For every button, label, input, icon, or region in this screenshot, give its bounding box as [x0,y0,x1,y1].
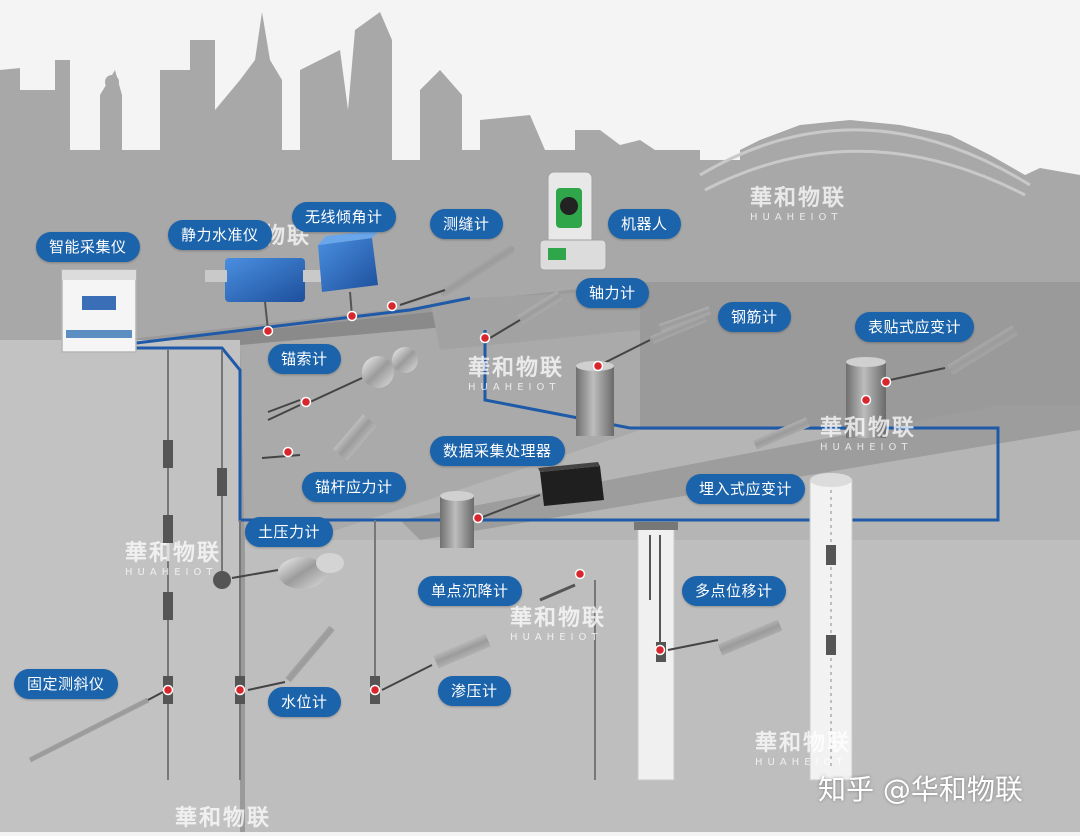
anchor-rod-device [261,414,377,461]
label-anchor-cable: 锚索计 [268,344,341,374]
static-level-device [205,258,323,331]
label-smart-collector: 智能采集仪 [36,232,140,262]
axial-force-device [489,290,563,339]
earth-pressure-device [231,553,344,589]
watermark: 華和物联 HUAHEIOT [750,180,846,223]
watermark-zh: 華和物联 [510,606,607,631]
label-inclinometer: 固定测斜仪 [14,669,118,699]
cable-network [119,296,1000,522]
wireless-tilt-device [318,230,380,317]
smart-collector-device [61,269,137,353]
inclinometer-device [28,691,164,763]
label-piezometer: 渗压计 [438,676,511,706]
watermark-zh: 華和物联 [750,186,847,211]
connection-nodes [162,300,892,696]
bridge-arch [699,128,1031,197]
label-static-level: 静力水准仪 [168,220,272,250]
watermark-en: HUAHEIOT [755,757,848,768]
embedded-strain-pipe [809,473,853,781]
settlement-device [539,583,576,602]
rebar-meter-device [599,306,712,366]
cylinder-column-1 [576,361,614,436]
label-surface-strain: 表贴式应变计 [855,312,975,342]
label-wireless-tilt: 无线倾角计 [292,202,396,232]
data-processor-device [440,462,604,548]
watermark: 華和物联 HUAHEIOT [755,725,851,768]
label-settlement: 单点沉降计 [418,576,522,606]
label-data-processor: 数据采集处理器 [430,436,565,466]
label-axial-force: 轴力计 [576,278,649,308]
label-earth-pressure: 土压力计 [245,517,334,547]
watermark-zh: 華和物联 [468,356,565,381]
watermark: 華和物联 HUAHEIOT [820,410,916,453]
watermark: 華和物联 [175,800,271,832]
label-anchor-rod: 锚杆应力计 [302,472,406,502]
water-level-device [247,625,335,691]
total-station-icon [539,171,607,271]
watermark: 華和物联 HUAHEIOT [125,535,221,578]
multipoint-pipe [634,522,783,781]
watermark-zh: 華和物联 [125,541,222,566]
piezometer-device [381,633,491,691]
watermark-zh: 華和物联 [820,416,917,441]
borehole-lines [167,350,596,780]
watermark: 華和物联 HUAHEIOT [510,600,606,643]
label-crack-meter: 测缝计 [430,209,503,239]
anchor-cable-device [267,347,418,421]
watermark-en: HUAHEIOT [510,632,603,643]
watermark: 華和物联 HUAHEIOT [468,350,564,393]
label-water-level: 水位计 [268,687,341,717]
credit-text: 知乎 @华和物联 [818,773,1023,806]
watermark-en: HUAHEIOT [820,442,913,453]
watermark-en: HUAHEIOT [468,382,561,393]
watermark-zh: 華和物联 [755,731,852,756]
crack-meter-device [399,245,515,306]
watermark-en: HUAHEIOT [125,567,218,578]
label-multipoint: 多点位移计 [682,576,786,606]
label-embedded-strain: 埋入式应变计 [686,474,806,504]
label-rebar-meter: 钢筋计 [718,302,791,332]
watermark-zh: 華和物联 [175,806,272,831]
label-robot: 机器人 [608,209,681,239]
watermark-en: HUAHEIOT [750,212,843,223]
